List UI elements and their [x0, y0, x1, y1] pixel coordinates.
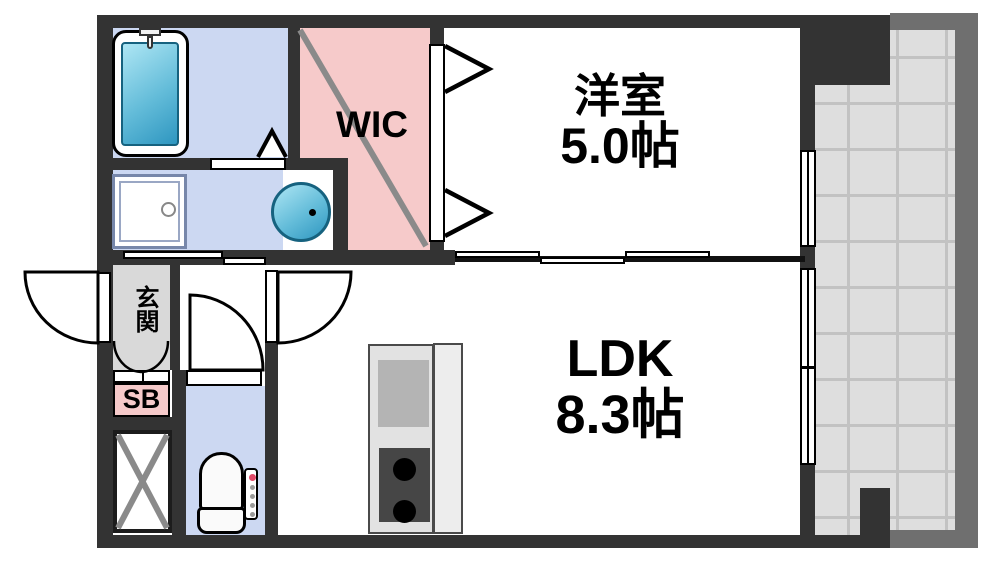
ldk-window	[800, 268, 816, 465]
wall-wic-left-lower	[333, 158, 348, 265]
wall-mid-thin	[455, 256, 805, 262]
bathroom-door-track	[210, 158, 286, 170]
kitchen-counter-side	[433, 343, 463, 534]
wall-bath-wic	[288, 28, 300, 158]
wall-toilet-right	[265, 343, 278, 535]
wic-floor-lower	[348, 158, 430, 250]
washlet-dot	[250, 485, 255, 490]
stove-burner	[393, 458, 416, 481]
entrance-door-swing	[23, 270, 100, 345]
bathtub-faucet-stem	[147, 36, 153, 49]
wall-sb-divider	[113, 417, 172, 430]
entrance-door-leaf	[97, 272, 111, 343]
window-divider	[802, 366, 814, 369]
balcony-wall-right	[955, 13, 978, 548]
western-room-name: 洋室	[574, 70, 666, 122]
ldk-door-leaf	[265, 270, 278, 343]
stove-burner	[393, 500, 416, 523]
wall-wic-western-bottom	[430, 240, 444, 252]
washroom-sliding-door-panel-1	[123, 251, 223, 259]
washlet-dot	[250, 512, 255, 517]
western-sliding-door-panel-2	[540, 257, 625, 264]
balcony-floor	[813, 28, 958, 535]
shoebox-label: SB	[122, 384, 161, 414]
western-sliding-door-panel-3	[625, 251, 710, 258]
bathtub-faucet	[139, 28, 161, 36]
window-mullion	[807, 152, 809, 245]
wic-folding-door-track	[429, 44, 445, 242]
balcony-wall-top	[890, 13, 958, 30]
kitchen-stove	[379, 448, 430, 523]
entrance-label: 玄関	[131, 285, 158, 333]
western-sliding-door-panel-1	[455, 251, 540, 258]
ldk-floor	[278, 265, 800, 535]
washing-machine-pan-inner	[119, 181, 180, 242]
shoebox	[113, 383, 170, 417]
pan-drain	[161, 202, 176, 217]
wall-bottom	[97, 535, 890, 548]
wall-hall-entrance	[170, 265, 180, 370]
ldk-label: LDK 8.3帖	[420, 332, 820, 443]
kitchen-unit	[368, 344, 434, 534]
balcony-wall-bottom	[890, 530, 955, 548]
wic-label: WIC	[336, 104, 408, 145]
entrance-step-divider	[142, 372, 144, 381]
ldk-name: LDK	[566, 330, 674, 388]
wall-block-bottom-right	[860, 488, 890, 548]
western-room-window	[800, 150, 816, 247]
bathtub-basin	[121, 42, 179, 146]
washlet-power-dot	[249, 474, 256, 481]
washlet-dot	[250, 494, 255, 499]
wash-basin	[271, 182, 331, 242]
western-room-label: 洋室 5.0帖	[440, 72, 800, 173]
washing-machine-pan	[112, 174, 187, 249]
toilet-door-threshold	[186, 370, 262, 386]
entrance-step	[113, 370, 170, 383]
wall-toilet-left	[172, 370, 186, 535]
kitchen-sink	[378, 360, 429, 427]
toilet-tank	[199, 452, 244, 510]
wall-block-top-right	[815, 15, 890, 85]
wall-top	[97, 15, 815, 28]
pipe-space-box	[113, 430, 172, 533]
wall-wic-western-top	[430, 28, 444, 46]
ldk-size: 8.3帖	[555, 384, 685, 445]
toilet-bowl	[197, 507, 246, 534]
western-room-size: 5.0帖	[560, 118, 680, 175]
wash-basin-drain	[309, 209, 316, 216]
washlet-dot	[250, 503, 255, 508]
western-room-floor	[444, 28, 800, 250]
washroom-sliding-door-panel-2	[223, 257, 266, 265]
toilet-washlet-panel	[244, 468, 258, 520]
